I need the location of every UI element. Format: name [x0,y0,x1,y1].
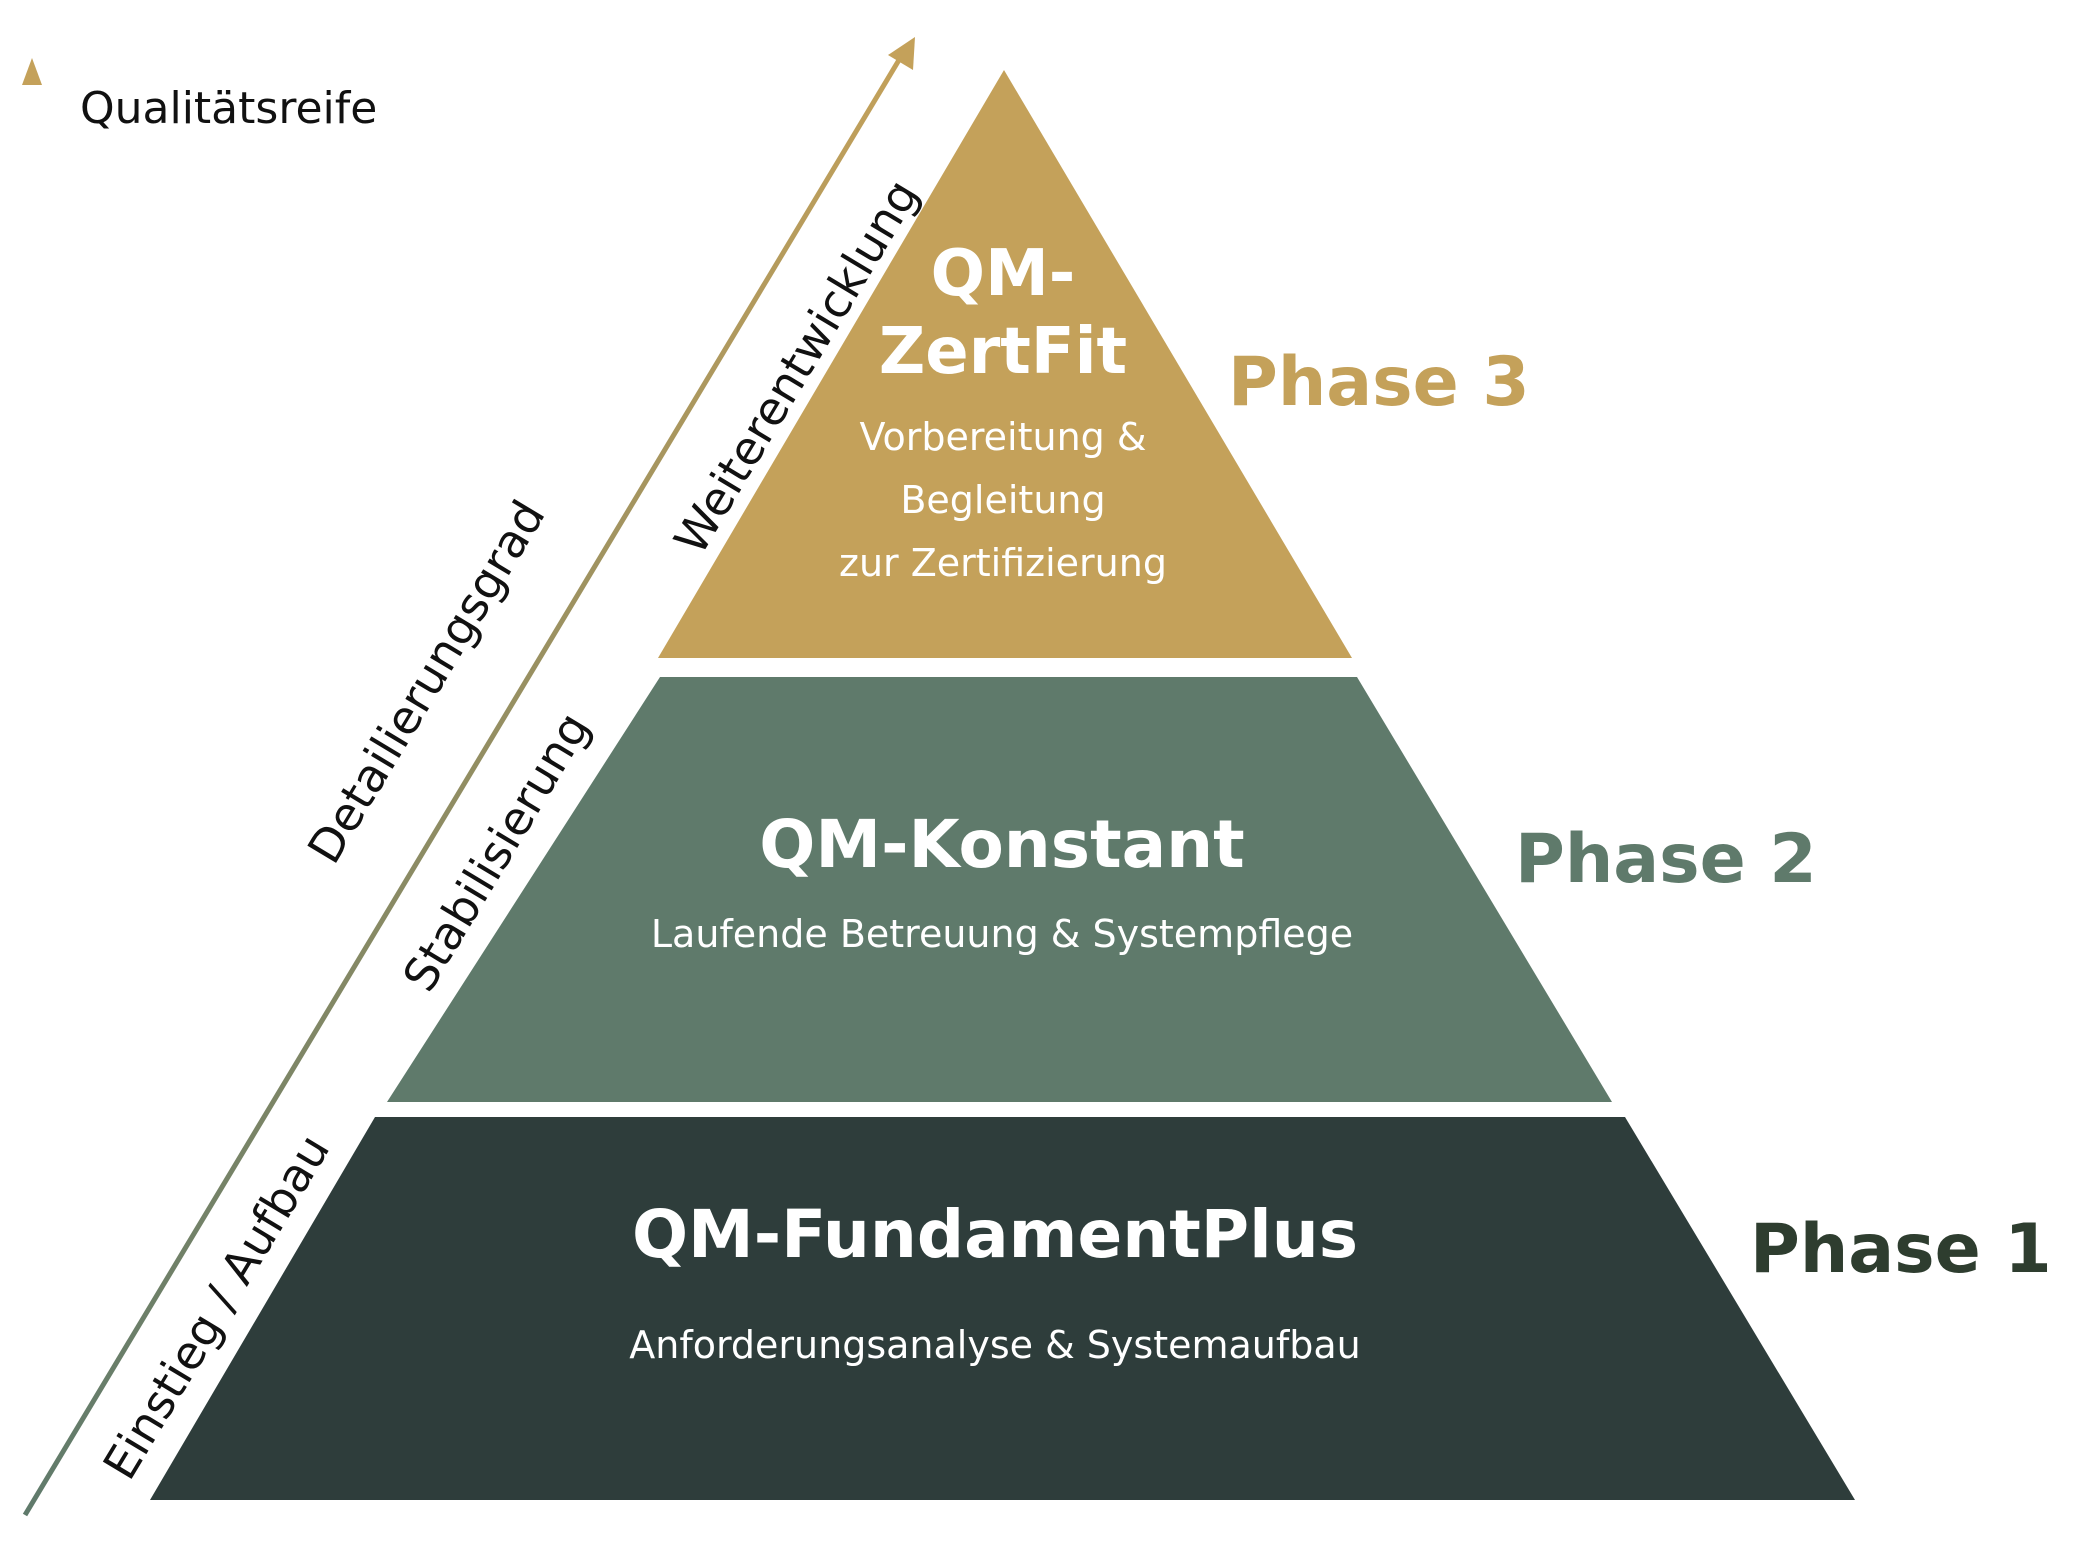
tier-3-shape [658,70,1352,658]
diagonal-axis-line [22,48,908,1517]
phase-1-label: Phase 1 [1750,1210,2052,1289]
tier-2-description: Laufende Betreuung & Systempflege [651,912,1353,956]
tier-2-shape [387,677,1612,1102]
axis-title: Qualitätsreife [80,83,377,134]
vertical-axis-arrowhead [22,58,42,85]
tier-3-title-line-2: ZertFit [879,315,1127,389]
tier-3-title-line-1: QM- [931,237,1076,311]
phase-2-label: Phase 2 [1515,820,1817,899]
diagonal-axis [22,37,915,1517]
tier-3-description-line-2: Begleitung [900,478,1105,522]
vertical-axis [22,58,42,1515]
phase-3-label: Phase 3 [1228,343,1530,422]
tier-3-description-line-3: zur Zertifizierung [839,541,1167,585]
tier-1-title: QM-FundamentPlus [632,1196,1358,1273]
tier-3-description-line-1: Vorbereitung & [859,415,1146,459]
tier-1-description: Anforderungsanalyse & Systemaufbau [629,1323,1360,1367]
tier-1-shape [150,1117,1855,1500]
tier-2-title: QM-Konstant [759,806,1244,883]
diagonal-axis-arrowhead [888,37,915,70]
